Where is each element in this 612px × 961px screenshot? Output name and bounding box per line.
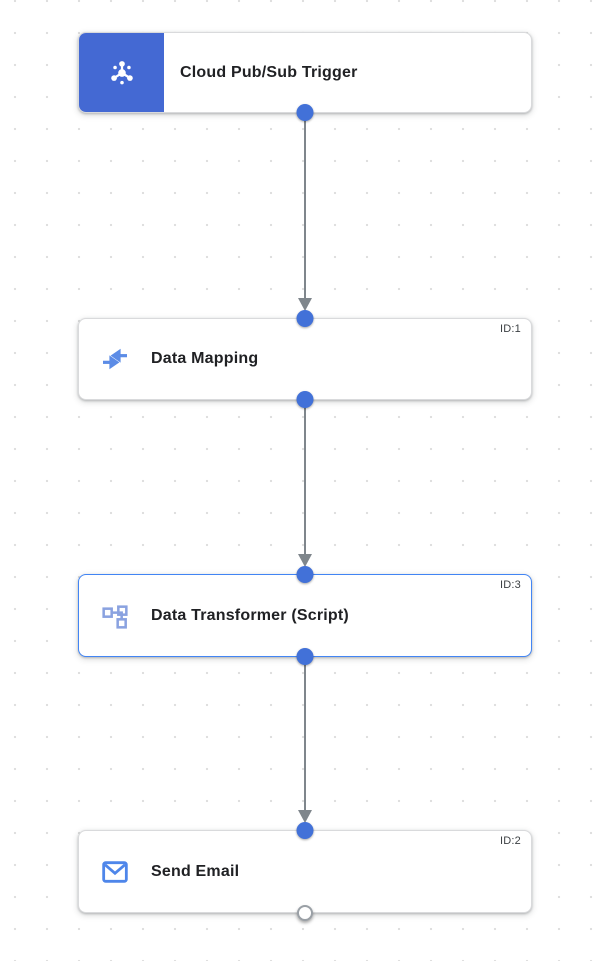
node-label: Send Email <box>151 862 240 880</box>
input-connector-dot[interactable] <box>296 566 314 583</box>
edge-arrow-3 <box>298 657 312 823</box>
trigger-icon-block <box>79 33 164 112</box>
node-cloud-pubsub-trigger[interactable]: Cloud Pub/Sub Trigger <box>78 32 532 121</box>
node-label: Data Transformer (Script) <box>151 606 349 624</box>
data-transformer-icon <box>102 604 128 629</box>
node-data-mapping[interactable]: ID:1 Data Mapping <box>78 310 532 408</box>
input-connector-dot[interactable] <box>296 822 314 839</box>
input-connector-dot[interactable] <box>296 310 314 327</box>
node-label: Cloud Pub/Sub Trigger <box>180 63 358 81</box>
output-connector-dot[interactable] <box>296 104 314 121</box>
edge-arrow-2 <box>298 400 312 567</box>
output-connector-dot[interactable] <box>296 648 314 665</box>
node-id-badge: ID:2 <box>500 835 521 847</box>
output-connector-dot[interactable] <box>296 391 314 408</box>
node-data-transformer-script[interactable]: ID:3 Data Transformer (Script) <box>78 566 532 665</box>
node-label: Data Mapping <box>151 350 259 367</box>
node-id-badge: ID:3 <box>500 579 521 591</box>
pubsub-icon <box>110 60 133 84</box>
end-connector-dot[interactable] <box>297 905 313 921</box>
send-email-icon <box>102 860 128 883</box>
data-mapping-icon <box>103 348 127 370</box>
node-id-badge: ID:1 <box>500 323 521 335</box>
node-send-email[interactable]: ID:2 Send Email <box>78 822 532 921</box>
edge-arrow-1 <box>298 113 312 311</box>
